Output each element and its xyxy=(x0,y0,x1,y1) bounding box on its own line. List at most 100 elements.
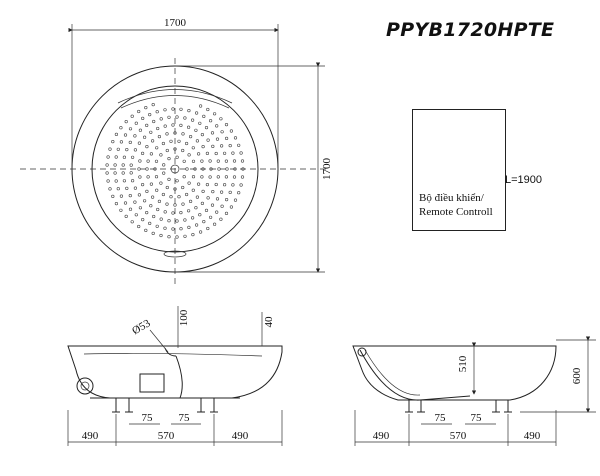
pipe-diameter-label: Ø53 xyxy=(130,317,153,337)
air-jet-dot xyxy=(214,182,218,187)
air-jet-dot xyxy=(165,148,169,153)
air-jet-dot xyxy=(138,159,142,163)
air-jet-dot xyxy=(156,126,160,131)
air-jet-dots xyxy=(105,102,245,239)
air-jet-dot xyxy=(175,235,179,239)
air-jet-dot xyxy=(154,159,159,163)
air-jet-dot xyxy=(177,139,181,143)
air-jet-dot xyxy=(131,179,135,183)
air-jet-dot xyxy=(130,220,134,224)
air-jet-dot xyxy=(119,194,123,198)
air-jet-dot xyxy=(154,175,159,179)
front-tub-inner-line xyxy=(83,352,263,357)
air-jet-dot xyxy=(151,195,155,199)
front-dim-490a: 490 xyxy=(82,430,99,442)
air-jet-dot xyxy=(141,151,145,155)
air-jet-dot xyxy=(138,206,142,210)
air-jet-dot xyxy=(204,125,209,130)
air-jet-dot xyxy=(137,224,141,229)
air-jet-dot xyxy=(129,163,133,167)
air-jet-dot xyxy=(210,131,215,135)
air-jet-dot xyxy=(233,136,238,140)
side-tub-outline xyxy=(352,345,557,401)
air-jet-dot xyxy=(163,226,167,230)
air-jet-dot xyxy=(208,159,212,163)
air-jet-dot xyxy=(179,211,183,215)
air-jet-dot xyxy=(229,205,233,209)
remote-caption-vi: Bộ điều khiển/ xyxy=(419,192,484,204)
air-jet-dot xyxy=(208,175,212,179)
air-jet-dot xyxy=(216,175,220,179)
air-jet-dot xyxy=(200,133,204,137)
air-jet-dot xyxy=(220,204,224,208)
air-jet-dot xyxy=(121,163,125,167)
air-jet-dot xyxy=(223,183,227,187)
air-jet-dot xyxy=(121,171,125,175)
air-jet-dot xyxy=(143,135,147,139)
air-jet-dot xyxy=(155,110,159,114)
air-jet-dot xyxy=(202,114,206,118)
top-depth-label: 1700 xyxy=(321,158,333,181)
air-jet-dot xyxy=(119,126,123,130)
air-jet-dot xyxy=(145,211,149,215)
air-jet-dot xyxy=(191,118,195,122)
air-jet-dot xyxy=(129,171,133,175)
air-jet-dot xyxy=(159,217,163,221)
air-jet-dot xyxy=(171,211,175,215)
front-dim-490b: 490 xyxy=(232,430,249,442)
air-jet-dot xyxy=(123,201,128,205)
air-jet-dot xyxy=(191,175,196,179)
air-jet-dot xyxy=(199,104,203,108)
air-jet-dot xyxy=(198,121,202,125)
air-jet-dot xyxy=(181,185,185,190)
air-jet-dot xyxy=(133,186,137,190)
air-jet-dot xyxy=(183,218,187,222)
air-jet-dot xyxy=(191,216,195,220)
air-jet-dot xyxy=(181,202,185,206)
air-jet-dot xyxy=(214,151,218,156)
side-dim-570: 570 xyxy=(450,430,467,442)
air-jet-dot xyxy=(159,181,163,185)
air-jet-dot xyxy=(108,147,112,151)
air-jet-dot xyxy=(113,163,117,167)
air-jet-dot xyxy=(163,210,167,214)
air-jet-dot xyxy=(179,227,183,231)
air-jet-dot xyxy=(162,163,166,167)
front-dim-570: 570 xyxy=(158,430,175,442)
air-jet-dot xyxy=(155,146,159,150)
air-jet-dot xyxy=(220,130,224,134)
air-jet-dot xyxy=(111,194,115,198)
air-jet-dot xyxy=(240,159,245,163)
air-jet-dot xyxy=(165,185,169,190)
air-jet-dot xyxy=(124,119,128,124)
air-jet-dot xyxy=(187,209,191,213)
air-jet-dot xyxy=(201,145,205,149)
air-jet-dot xyxy=(185,167,189,171)
air-jet-dot xyxy=(200,201,204,205)
front-dim-40: 40 xyxy=(263,316,275,328)
air-jet-dot xyxy=(106,155,110,159)
air-jet-dot xyxy=(199,230,203,234)
air-jet-dot xyxy=(231,151,235,155)
air-jet-dot xyxy=(213,112,217,116)
air-jet-dot xyxy=(220,190,224,194)
side-dim-510: 510 xyxy=(457,355,469,372)
air-jet-dot xyxy=(219,217,223,221)
air-jet-dot xyxy=(197,182,201,186)
air-jet-dot xyxy=(134,213,138,217)
air-jet-dot xyxy=(182,175,186,179)
air-jet-dot xyxy=(116,187,120,191)
air-jet-dot xyxy=(181,132,185,136)
air-jet-dot xyxy=(198,213,202,217)
air-jet-dot xyxy=(169,195,173,199)
air-jet-dot xyxy=(149,182,153,186)
air-jet-dot xyxy=(133,148,137,152)
air-jet-dot xyxy=(205,151,209,155)
air-jet-dot xyxy=(157,135,161,139)
air-jet-dot xyxy=(191,159,196,163)
air-jet-dot xyxy=(215,124,219,128)
air-jet-dot xyxy=(137,109,141,114)
air-jet-dot xyxy=(159,233,163,238)
air-jet-dot xyxy=(167,219,171,223)
air-jet-dot xyxy=(219,117,223,121)
